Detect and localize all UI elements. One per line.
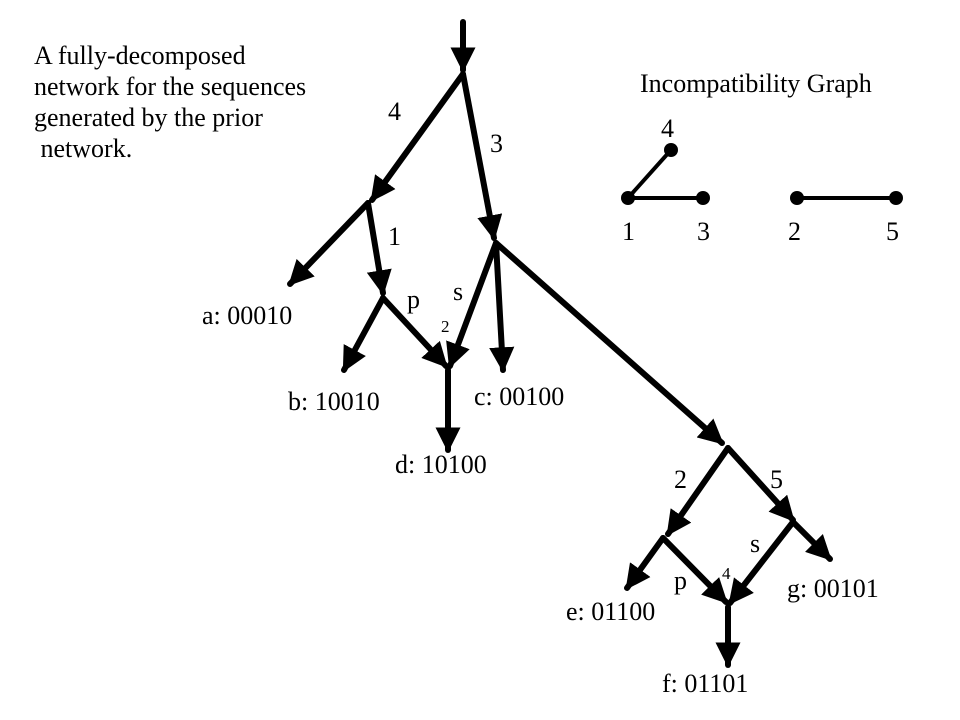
edge-prefix-to-b — [341, 295, 386, 373]
edge-right-to-lower — [493, 240, 725, 446]
edge-label-1: 1 — [388, 222, 401, 251]
ig-node-4 — [664, 143, 678, 157]
ig-node-label-2: 2 — [788, 217, 801, 246]
ig-node-label-5: 5 — [886, 217, 899, 246]
ig-node-5 — [889, 191, 903, 205]
recombination-point-lower: 4 — [722, 564, 731, 583]
edge-label-3: 3 — [490, 129, 503, 158]
edge-labels: 4 3 1 p s 2 2 5 s p 4 — [388, 97, 783, 595]
edge-right-to-recomb-d — [446, 240, 499, 369]
leaf-a: a: 00010 — [202, 301, 292, 330]
network-edges — [287, 19, 833, 668]
recombination-point-upper: 2 — [441, 317, 450, 336]
leaf-g: g: 00101 — [787, 574, 879, 603]
edge-right-to-c — [489, 240, 515, 373]
edge-label-p-lower: p — [674, 566, 687, 595]
edge-lowerleft-to-e — [624, 535, 666, 591]
edge-root-to-left — [369, 71, 466, 203]
ig-node-label-4: 4 — [661, 114, 674, 143]
edge-left-to-a — [287, 200, 371, 287]
leaf-f: f: 01101 — [662, 669, 748, 698]
leaf-labels: a: 00010 b: 10010 c: 00100 d: 10100 e: 0… — [202, 301, 879, 698]
ig-node-1 — [621, 191, 635, 205]
caption-line-2: network for the sequences — [34, 72, 307, 101]
edge-label-5: 5 — [770, 465, 783, 494]
leaf-e: e: 01100 — [566, 597, 655, 626]
edge-label-2: 2 — [674, 465, 687, 494]
ig-node-label-3: 3 — [697, 217, 710, 246]
ig-node-2 — [790, 191, 804, 205]
edge-root-to-right — [460, 71, 503, 241]
ig-node-3 — [696, 191, 710, 205]
edge-left-to-prefix-node — [365, 200, 392, 296]
edge-label-s-lower: s — [750, 529, 760, 558]
edge-lower-to-right — [725, 445, 796, 523]
ig-edge-1-4 — [626, 148, 673, 200]
edge-lowerright-to-recomb-f — [727, 519, 796, 606]
leaf-d: d: 10100 — [395, 450, 487, 479]
edge-label-4: 4 — [388, 97, 401, 126]
edge-lowerright-to-g — [790, 519, 833, 562]
edge-label-p-upper: p — [407, 285, 420, 314]
incompatibility-graph-title: Incompatibility Graph — [640, 69, 872, 98]
edge-lower-to-left — [665, 445, 731, 537]
edge-lowerleft-to-recomb-f — [660, 535, 729, 605]
ig-node-label-1: 1 — [622, 217, 635, 246]
edge-prefix-to-recomb-d — [380, 295, 449, 369]
incompatibility-graph: Incompatibility Graph 4 1 3 2 5 — [621, 69, 903, 246]
leaf-b: b: 10010 — [288, 387, 380, 416]
caption-line-4: network. — [34, 134, 133, 163]
caption-line-1: A fully-decomposed — [34, 41, 246, 70]
diagram-caption: A fully-decomposed network for the seque… — [34, 40, 374, 164]
edge-label-s-upper: s — [453, 277, 463, 306]
leaf-c: c: 00100 — [474, 382, 564, 411]
caption-line-3: generated by the prior — [34, 103, 263, 132]
